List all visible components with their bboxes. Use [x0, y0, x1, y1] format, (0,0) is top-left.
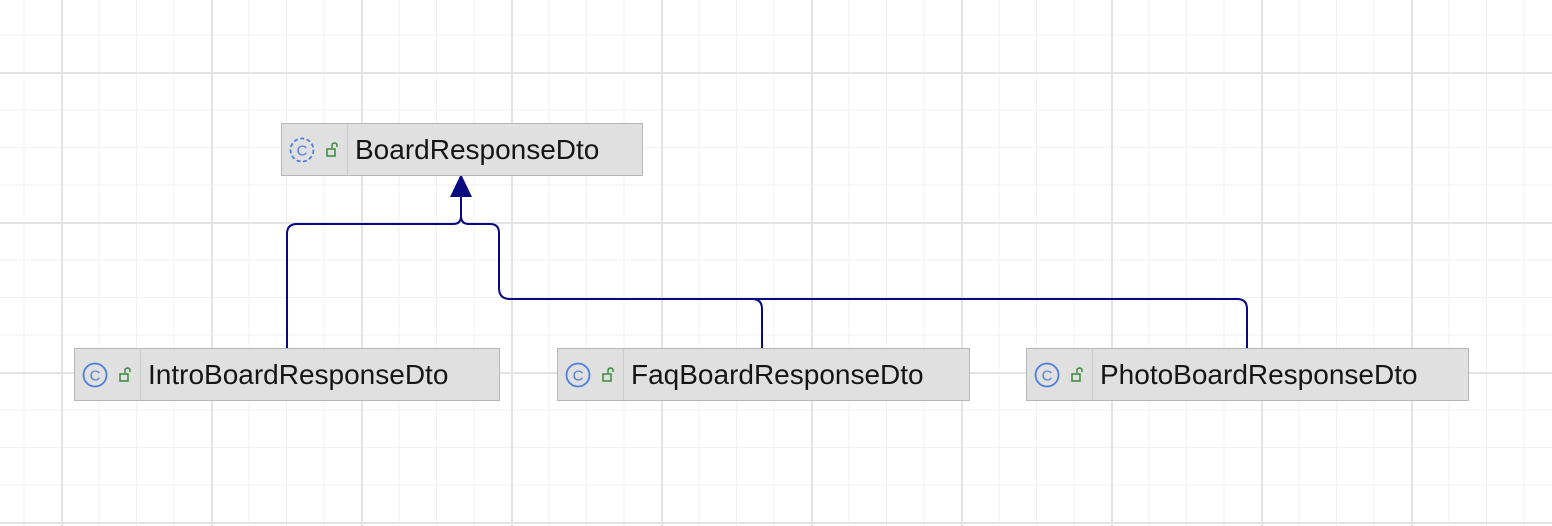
class-name: IntroBoardResponseDto: [148, 358, 449, 390]
edge-faq-to-board[interactable]: [460, 215, 763, 348]
svg-text:C: C: [90, 367, 101, 384]
edge-photo-to-board[interactable]: [752, 298, 1248, 348]
inheritance-arrowhead: [450, 174, 472, 197]
node-icons: C: [1027, 349, 1093, 400]
class-name: BoardResponseDto: [355, 133, 600, 165]
class-name: PhotoBoardResponseDto: [1100, 358, 1418, 390]
public-lock-icon: [1070, 366, 1086, 383]
svg-text:C: C: [297, 142, 308, 159]
class-name: FaqBoardResponseDto: [631, 358, 924, 390]
edge-intro-to-board[interactable]: [286, 197, 462, 348]
svg-text:C: C: [1042, 367, 1053, 384]
class-icon: C: [564, 361, 592, 389]
class-icon: C: [81, 361, 109, 389]
svg-text:C: C: [573, 367, 584, 384]
class-node-photo-board-response-dto[interactable]: C PhotoBoardResponseDto: [1026, 348, 1469, 401]
class-node-faq-board-response-dto[interactable]: C FaqBoardResponseDto: [557, 348, 970, 401]
class-node-intro-board-response-dto[interactable]: C IntroBoardResponseDto: [74, 348, 500, 401]
node-icons: C: [282, 124, 348, 175]
abstract-class-icon: C: [288, 136, 316, 164]
node-icons: C: [75, 349, 141, 400]
public-lock-icon: [325, 141, 341, 158]
public-lock-icon: [118, 366, 134, 383]
class-node-board-response-dto[interactable]: C BoardResponseDto: [281, 123, 643, 176]
public-lock-icon: [601, 366, 617, 383]
class-icon: C: [1033, 361, 1061, 389]
node-icons: C: [558, 349, 624, 400]
